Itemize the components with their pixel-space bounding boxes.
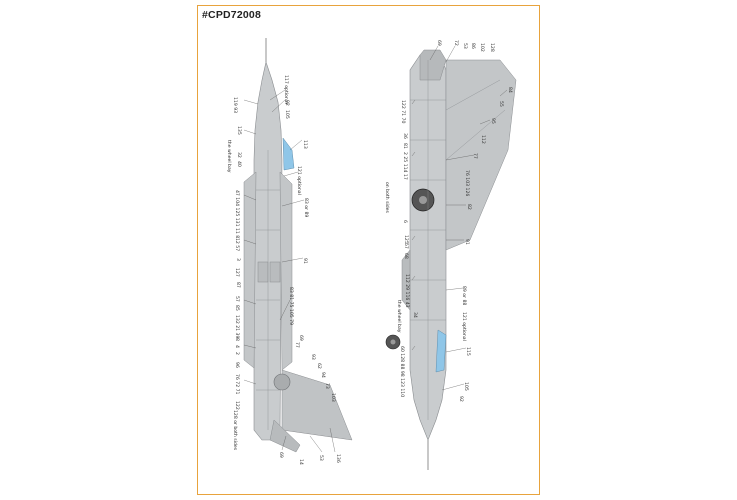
right-callout: 128 [489,43,495,52]
left-callout: 128 or both sides [232,410,238,451]
right-callout: 34 [412,312,418,318]
right-callout: 57 [403,243,409,249]
right-pylon [269,261,281,283]
left-callout: 91 [302,258,308,264]
right-wing [445,59,517,251]
left-callout: 105 [284,110,290,119]
left-callout: 117 optional [283,75,289,104]
product-code: #CPD72008 [202,9,262,21]
right-callout: the wheel bay [396,300,402,333]
left-ventral-fin [269,419,301,453]
nose-wheel-hub [390,339,396,345]
right-callout: 68 [403,253,409,259]
left-panel-lines [256,150,280,430]
right-callout: 95 [490,118,496,124]
left-callout: 94 [320,372,326,378]
left-callout: 85 [234,305,240,311]
left-callout: 93 [310,354,316,360]
left-callout: the wheel bay [226,140,232,173]
left-intake-pod [243,171,257,369]
right-callout: 92 [458,396,464,402]
right-callout: 102 [479,43,485,52]
left-callout: 69 [278,452,284,458]
left-callout: 132 21 39 [234,315,240,338]
right-callout: 89 or 88 [461,286,467,305]
right-callout: 6 [402,220,408,223]
left-callout: 57 [234,296,240,302]
left-callout: 92 [284,100,290,106]
right-callout: 121 optional [461,312,467,341]
right-callout: 77 [472,153,478,159]
right-callout: 122 71 70 [400,100,406,123]
left-callout: 103 [330,393,336,402]
left-callout: 4 [234,345,240,348]
left-callout: 2 [234,352,240,355]
left-callout: 12 57 [234,238,240,251]
right-callout: 91 [464,239,470,245]
left-callout: 83 81 75 105 79 [288,287,294,325]
left-leader-lines [243,89,336,453]
left-callout: 121 optional [296,166,302,195]
left-callout: 83 or 89 [303,198,309,217]
right-callout: 105 [463,382,469,391]
right-callout: 81 [402,143,408,149]
left-callout: 76 72 71 [234,374,240,395]
right-callout: on both sides [384,182,390,213]
left-callout: 96 [234,362,240,368]
right-callout: 69 [436,40,442,46]
right-intake-pod [279,171,293,371]
engine-nozzle [273,373,291,391]
right-callout: 60 128 88 98 123 110 [399,346,405,397]
right-callout: 82 [466,204,472,210]
left-callout: 32 [236,152,242,158]
left-callout: 77 [294,342,300,348]
right-callout: 2 25 114 17 [402,152,408,180]
left-callout: 47 104 125 131 11 8 [234,190,240,238]
left-callout: 69 [298,335,304,341]
left-callout: 122 [234,401,240,410]
left-callout: 135 [236,126,242,135]
left-callout: 87 [235,282,241,288]
right-canopy [435,329,447,373]
left-tailplane [281,369,353,441]
left-pylon [257,261,269,283]
right-callout: 125 [403,235,409,244]
right-callout: 115 [465,347,471,356]
right-callout: 55 [498,101,504,107]
left-callout: 40 [236,161,242,167]
main-wheel-hub [419,196,427,204]
left-callout: 127 [234,268,240,277]
right-callout: 112 29 116 43 [404,274,410,308]
left-callout: 8 [234,338,240,341]
right-callout: 76 103 126 [464,170,470,196]
right-leader-lines [411,45,508,391]
right-callout: 53 [462,43,468,49]
right-callout: 72 [453,40,459,46]
right-callout: 84 [507,87,513,93]
right-panel-lines [410,60,506,420]
left-callout: 119 93 [232,97,238,113]
left-callout: 14 [298,459,304,465]
left-canopy [282,137,295,171]
left-callout: 113 [302,140,308,149]
left-callout: 136 [335,454,341,463]
right-callout: 86 [470,43,476,49]
right-callout: 36 [402,133,408,139]
left-callout: 3 [235,258,241,261]
left-callout: 73 [324,383,330,389]
right-intake [401,249,411,311]
right-tailfin [419,49,447,81]
left-callout: 53 [318,455,324,461]
right-callout: 112 [480,135,486,144]
left-callout: 62 [316,363,322,369]
